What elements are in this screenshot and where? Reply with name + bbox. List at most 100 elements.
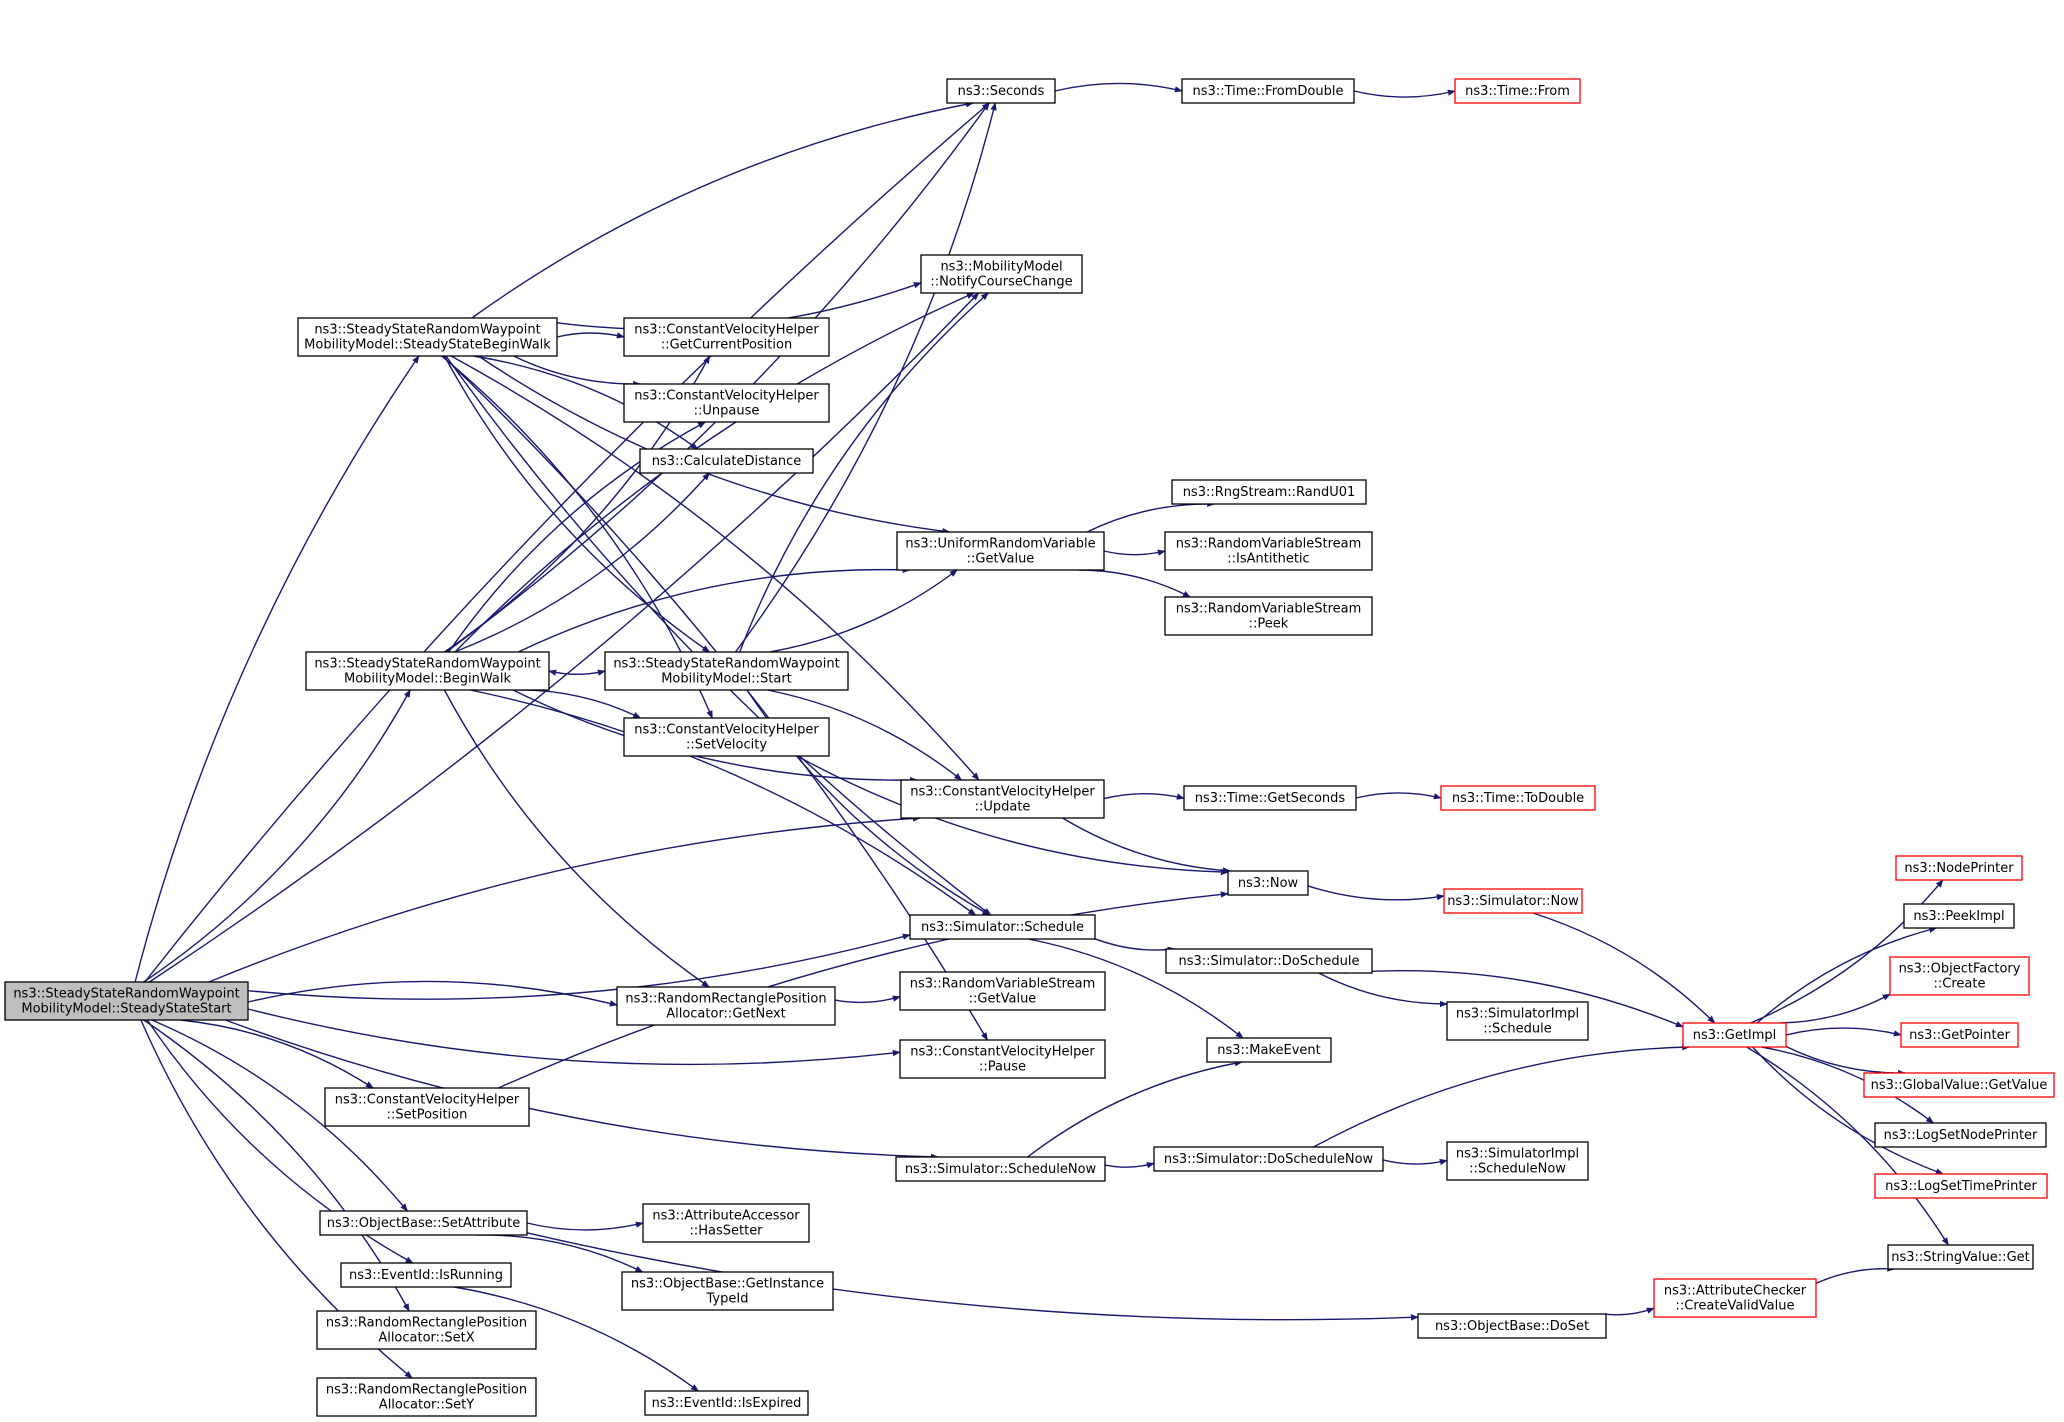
node-doset[interactable]: ns3::ObjectBase::DoSet xyxy=(1417,1313,1607,1339)
node-box xyxy=(1887,1244,2034,1270)
node-label: ::Pause xyxy=(979,1060,1026,1075)
node-start[interactable]: ns3::SteadyStateRandomWaypointMobilityMo… xyxy=(604,651,849,691)
node-sety[interactable]: ns3::RandomRectanglePositionAllocator::S… xyxy=(316,1377,537,1417)
node-label: ns3::ConstantVelocityHelper xyxy=(910,1045,1095,1060)
edge-urvget-to-peek xyxy=(1078,569,1191,598)
edge-root-to-schednow xyxy=(225,1019,939,1161)
node-simimplschednow[interactable]: ns3::SimulatorImpl::ScheduleNow xyxy=(1446,1141,1589,1181)
node-pause[interactable]: ns3::ConstantVelocityHelper::Pause xyxy=(899,1039,1106,1079)
node-box xyxy=(1446,1141,1589,1181)
node-setattr[interactable]: ns3::ObjectBase::SetAttribute xyxy=(319,1210,528,1236)
edge-root-to-seconds xyxy=(144,102,991,983)
node-label: ns3::ConstantVelocityHelper xyxy=(634,323,819,338)
node-box xyxy=(621,1271,834,1311)
edge-root-to-update xyxy=(208,815,921,983)
node-label: ::Unpause xyxy=(694,404,760,419)
node-label: ns3::SteadyStateRandomWaypoint xyxy=(13,987,239,1002)
edge-getimpl-to-globalget xyxy=(1785,1045,1906,1077)
node-label: ::Create xyxy=(1934,977,1986,992)
node-label: ns3::EventId::IsExpired xyxy=(652,1396,802,1411)
node-doschednow[interactable]: ns3::Simulator::DoScheduleNow xyxy=(1153,1146,1384,1172)
node-box xyxy=(1446,1001,1589,1041)
node-label: ns3::RandomRectanglePosition xyxy=(326,1383,527,1398)
node-simimplsched[interactable]: ns3::SimulatorImpl::Schedule xyxy=(1446,1001,1589,1041)
node-peek[interactable]: ns3::RandomVariableStream::Peek xyxy=(1164,596,1373,636)
node-label: ns3::Time::From xyxy=(1465,84,1570,99)
node-now[interactable]: ns3::Now xyxy=(1227,870,1309,896)
node-label: ::IsAntithetic xyxy=(1227,552,1309,567)
node-box xyxy=(623,383,830,423)
node-bw[interactable]: ns3::SteadyStateRandomWaypointMobilityMo… xyxy=(305,651,550,691)
node-box xyxy=(1874,1173,2048,1199)
node-unpause[interactable]: ns3::ConstantVelocityHelper::Unpause xyxy=(623,383,830,423)
node-label: ns3::EventId::IsRunning xyxy=(349,1268,503,1283)
node-fromdouble[interactable]: ns3::Time::FromDouble xyxy=(1181,78,1355,104)
node-box xyxy=(316,1377,537,1417)
node-isexpired[interactable]: ns3::EventId::IsExpired xyxy=(644,1390,809,1416)
node-makeevent[interactable]: ns3::MakeEvent xyxy=(1206,1037,1332,1063)
edge-setvel-to-now xyxy=(796,755,1229,876)
node-box xyxy=(1440,785,1596,811)
node-seconds[interactable]: ns3::Seconds xyxy=(946,78,1056,104)
node-randu01[interactable]: ns3::RngStream::RandU01 xyxy=(1171,479,1367,505)
node-schednow[interactable]: ns3::Simulator::ScheduleNow xyxy=(895,1156,1106,1182)
node-label: ns3::SimulatorImpl xyxy=(1456,1147,1579,1162)
node-label: ns3::ConstantVelocityHelper xyxy=(335,1093,520,1108)
edge-bw-to-unpause xyxy=(448,421,707,653)
node-label: ns3::Simulator::Schedule xyxy=(921,920,1084,935)
node-hassetter[interactable]: ns3::AttributeAccessor::HasSetter xyxy=(642,1203,810,1243)
node-peekimpl[interactable]: ns3::PeekImpl xyxy=(1903,903,2015,929)
node-label: ns3::ConstantVelocityHelper xyxy=(634,723,819,738)
node-root[interactable]: ns3::SteadyStateRandomWaypointMobilityMo… xyxy=(4,981,249,1021)
node-objfactory[interactable]: ns3::ObjectFactory::Create xyxy=(1889,956,2030,996)
node-box xyxy=(642,1203,810,1243)
node-createvalid[interactable]: ns3::AttributeChecker::CreateValidValue xyxy=(1653,1278,1817,1318)
node-getpointer[interactable]: ns3::GetPointer xyxy=(1900,1022,2019,1048)
node-lognode[interactable]: ns3::LogSetNodePrinter xyxy=(1874,1122,2047,1148)
node-box xyxy=(639,448,814,474)
node-box xyxy=(305,651,550,691)
node-from[interactable]: ns3::Time::From xyxy=(1454,78,1581,104)
node-setx[interactable]: ns3::RandomRectanglePositionAllocator::S… xyxy=(316,1310,537,1350)
edge-now-to-simnow xyxy=(1307,885,1445,901)
node-box xyxy=(1903,903,2015,929)
node-getimpl[interactable]: ns3::GetImpl xyxy=(1682,1022,1787,1048)
edge-root-to-getnext xyxy=(247,980,618,1007)
node-simnow[interactable]: ns3::Simulator::Now xyxy=(1443,888,1583,914)
node-box xyxy=(4,981,249,1021)
node-strget[interactable]: ns3::StringValue::Get xyxy=(1887,1244,2034,1270)
edge-dosched-to-simimplsched xyxy=(1318,972,1448,1008)
node-box xyxy=(896,531,1105,571)
node-update[interactable]: ns3::ConstantVelocityHelper::Update xyxy=(900,779,1105,819)
node-box xyxy=(899,1039,1106,1079)
node-getnext[interactable]: ns3::RandomRectanglePositionAllocator::G… xyxy=(616,986,836,1026)
node-dosched[interactable]: ns3::Simulator::DoSchedule xyxy=(1165,948,1373,974)
node-isanti[interactable]: ns3::RandomVariableStream::IsAntithetic xyxy=(1164,531,1373,571)
node-setpos[interactable]: ns3::ConstantVelocityHelper::SetPosition xyxy=(324,1087,530,1127)
node-rvsget[interactable]: ns3::RandomVariableStream::GetValue xyxy=(899,971,1106,1011)
node-label: ns3::RandomRectanglePosition xyxy=(326,1316,527,1331)
node-label: ns3::Simulator::DoScheduleNow xyxy=(1164,1152,1374,1167)
node-todouble[interactable]: ns3::Time::ToDouble xyxy=(1440,785,1596,811)
node-calcdist[interactable]: ns3::CalculateDistance xyxy=(639,448,814,474)
node-globalget[interactable]: ns3::GlobalValue::GetValue xyxy=(1863,1072,2055,1098)
node-ssbw[interactable]: ns3::SteadyStateRandomWaypointMobilityMo… xyxy=(297,317,558,357)
node-isrunning[interactable]: ns3::EventId::IsRunning xyxy=(340,1262,512,1288)
edge-root-to-setpos xyxy=(180,1019,374,1089)
node-label: ::Update xyxy=(975,800,1031,815)
node-logtime[interactable]: ns3::LogSetTimePrinter xyxy=(1874,1173,2048,1199)
node-getcurpos[interactable]: ns3::ConstantVelocityHelper::GetCurrentP… xyxy=(623,317,830,357)
node-box xyxy=(1443,888,1583,914)
edge-dosched-to-getimpl xyxy=(1344,969,1684,1028)
node-getsec[interactable]: ns3::Time::GetSeconds xyxy=(1183,785,1357,811)
node-schedule[interactable]: ns3::Simulator::Schedule xyxy=(909,914,1096,940)
node-box xyxy=(1227,870,1309,896)
node-box xyxy=(340,1262,512,1288)
node-urvget[interactable]: ns3::UniformRandomVariable::GetValue xyxy=(896,531,1105,571)
edge-getimpl-to-logtime xyxy=(1751,1046,1944,1175)
edge-doschednow-to-simimplschednow xyxy=(1382,1158,1448,1166)
node-notify[interactable]: ns3::MobilityModel::NotifyCourseChange xyxy=(920,254,1083,294)
node-nodeprinter[interactable]: ns3::NodePrinter xyxy=(1895,855,2023,881)
node-setvel[interactable]: ns3::ConstantVelocityHelper::SetVelocity xyxy=(623,717,830,757)
